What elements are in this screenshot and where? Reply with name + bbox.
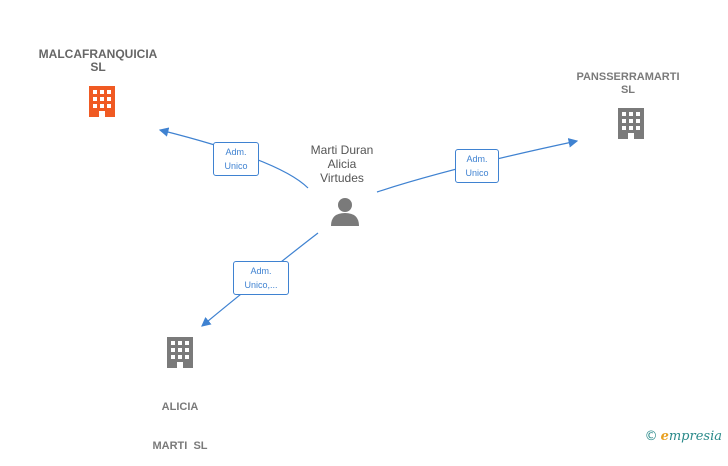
person-name-line1: Marti Duran [310, 143, 374, 157]
building-icon[interactable] [615, 106, 647, 140]
relation-label-main[interactable]: Adm. Unico [213, 142, 259, 176]
relation-type: Unico [224, 161, 248, 171]
right-company-suffix: SL [620, 84, 636, 96]
relation-type: Unico [465, 168, 489, 178]
main-company-suffix: SL [90, 60, 106, 74]
bottom-company-name: ALICIA [161, 401, 199, 413]
relation-role: Adm. [225, 147, 247, 157]
right-company-label[interactable]: PANSSERRAMARTI SL [560, 71, 696, 97]
building-icon[interactable] [86, 84, 118, 118]
relation-label-right[interactable]: Adm. Unico [455, 149, 499, 183]
person-name-line2: Alicia [327, 157, 357, 171]
relation-role: Adm. [250, 266, 272, 276]
copyright-symbol: © [644, 429, 658, 444]
main-company-label[interactable]: MALCAFRANQUICIA SL [28, 48, 168, 74]
brand-name: mpresia [668, 429, 722, 444]
right-company-name: PANSSERRAMARTI [576, 71, 680, 83]
brand-initial: e [660, 429, 669, 444]
person-icon[interactable] [330, 196, 360, 226]
bottom-company-label[interactable]: ALICIA MARTI SL [130, 375, 230, 466]
bottom-company-suffix: MARTI SL [152, 440, 208, 452]
empresia-logo: ©empresia [645, 429, 722, 444]
relation-type: Unico,... [244, 280, 278, 290]
building-icon[interactable] [164, 335, 196, 369]
main-company-name: MALCAFRANQUICIA [38, 47, 158, 61]
person-label[interactable]: Marti Duran Alicia Virtudes [292, 143, 392, 185]
person-name-line3: Virtudes [320, 171, 364, 185]
relation-label-bottom[interactable]: Adm. Unico,... [233, 261, 289, 295]
relation-role: Adm. [466, 154, 488, 164]
